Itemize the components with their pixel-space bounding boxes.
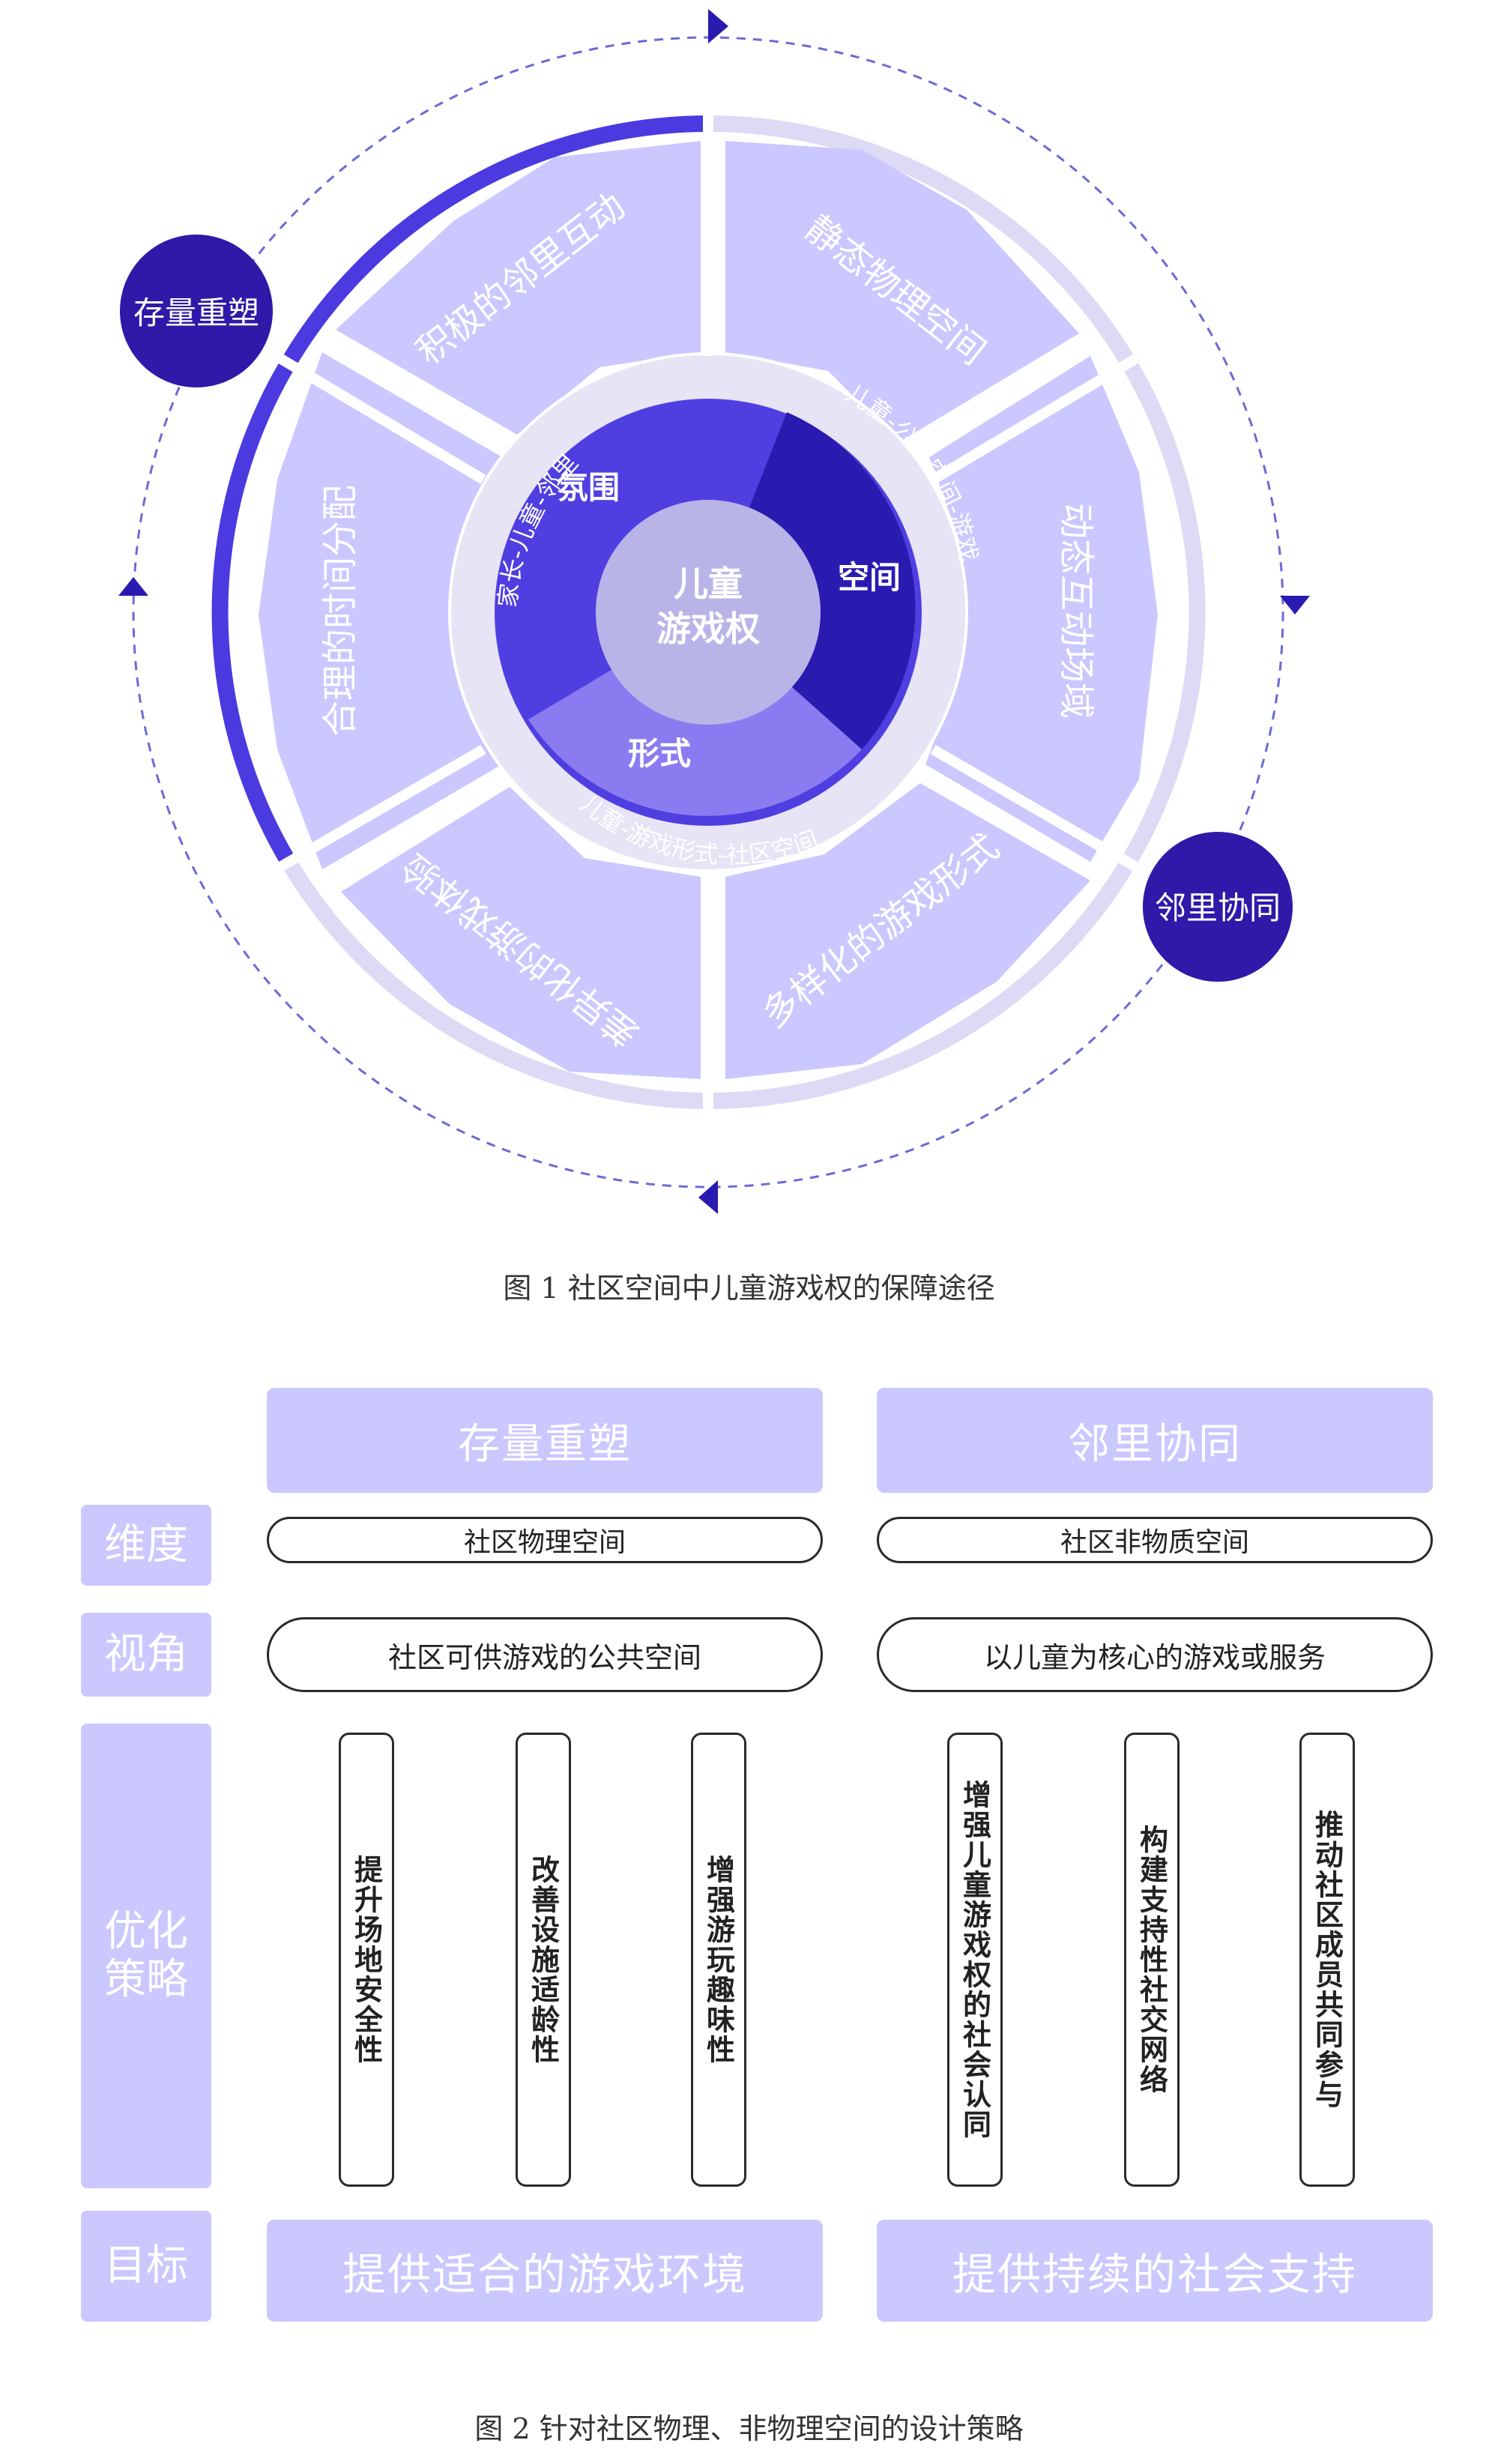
strategy-box: 提升场地安全性	[339, 1733, 394, 2187]
dimension-left: 社区物理空间	[267, 1517, 823, 1563]
perspective-left: 社区可供游戏的公共空间	[267, 1617, 823, 1692]
center-label-1: 儿童	[674, 564, 743, 604]
segment-box	[925, 356, 1158, 862]
strategy-box: 改善设施适龄性	[516, 1733, 571, 2187]
figure-1-diagram: 儿童 游戏权 氛围 空间 形式 家长-儿童-邻里 儿童-公共空间-游戏 儿童-游…	[118, 9, 1310, 1214]
center-circle	[596, 500, 821, 725]
segment-box	[725, 141, 1079, 442]
strategy-box: 推动社区成员共同参与	[1299, 1733, 1355, 2187]
badge-right	[1143, 832, 1293, 982]
column-header-right: 邻里协同	[877, 1388, 1433, 1493]
row-label-dimension: 维度	[81, 1505, 211, 1586]
segment-box	[341, 787, 701, 1079]
figure-2-caption: 图 2 针对社区物理、非物理空间的设计策略	[474, 2412, 1024, 2445]
strategy-box: 增强儿童游戏权的社会认同	[947, 1733, 1003, 2187]
figure-1-caption: 图 1 社区空间中儿童游戏权的保障途径	[503, 1272, 995, 1305]
arrow-top-icon	[708, 9, 728, 43]
row-label-goal: 目标	[81, 2211, 211, 2322]
outer-light-arc	[281, 115, 1206, 1109]
badge-left-label: 存量重塑	[133, 295, 259, 331]
outer-accent-arc	[211, 115, 709, 866]
strategy-box: 构建支持性社交网络	[1124, 1733, 1180, 2187]
segment-box	[259, 352, 502, 869]
goal-left: 提供适合的游戏环境	[267, 2220, 823, 2322]
strategy-box: 增强游玩趣味性	[691, 1733, 746, 2187]
strategy-text: 提升场地安全性	[349, 1855, 383, 2065]
row-label-strategy: 优化策略	[81, 1724, 211, 2188]
strategy-text: 推动社区成员共同参与	[1310, 1810, 1344, 2110]
space-label: 空间	[838, 559, 901, 596]
segment-box	[725, 783, 1090, 1079]
badge-left	[120, 235, 273, 387]
column-header-left: 存量重塑	[267, 1388, 823, 1493]
strategy-text: 增强游玩趣味性	[701, 1855, 735, 2065]
segment-label-time-allocation: 合理的时间分配	[319, 485, 361, 737]
atmosphere-label: 氛围	[557, 469, 620, 506]
row-label-perspective: 视角	[81, 1613, 211, 1697]
center-label-2: 游戏权	[656, 609, 760, 649]
strategy-text: 构建支持性社交网络	[1135, 1825, 1168, 2095]
goal-right: 提供持续的社会支持	[877, 2220, 1433, 2322]
arrow-right-icon	[1280, 596, 1310, 615]
segment-label-dynamic-field: 动态互动场域	[1055, 503, 1097, 719]
perspective-right: 以儿童为核心的游戏或服务	[877, 1617, 1433, 1692]
strategy-text: 增强儿童游戏权的社会认同	[958, 1780, 991, 2140]
dimension-right: 社区非物质空间	[877, 1517, 1433, 1563]
arrow-left-icon	[118, 577, 148, 596]
badge-right-label: 邻里协同	[1155, 890, 1281, 926]
arrow-bottom-icon	[698, 1180, 718, 1214]
form-label: 形式	[628, 735, 691, 772]
strategy-text: 改善设施适龄性	[526, 1855, 560, 2065]
segment-box	[336, 141, 701, 435]
